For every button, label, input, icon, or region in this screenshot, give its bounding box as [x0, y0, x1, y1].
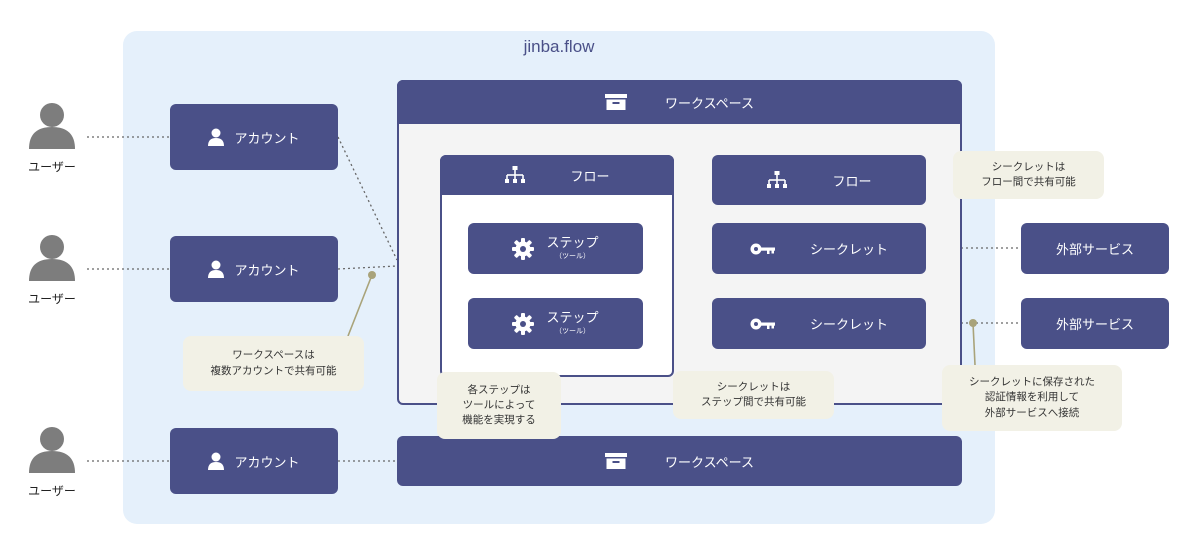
key-icon	[750, 243, 775, 254]
workspace-box-2[interactable]: ワークスペース	[397, 436, 962, 486]
step-label: ステップ	[546, 236, 599, 251]
secret-label: シークレット	[809, 318, 888, 333]
account2-workspace-line	[337, 265, 398, 270]
flow-label: フロー	[570, 169, 610, 185]
account-label: アカウント	[234, 131, 300, 147]
key-icon	[750, 318, 775, 329]
archive-box-icon	[604, 94, 627, 110]
flow-tree-icon	[767, 171, 788, 188]
connector-dot	[969, 319, 977, 327]
flow-tree-icon	[505, 166, 526, 183]
workspace-header[interactable]: ワークスペース	[397, 80, 962, 124]
account-box-2[interactable]: アカウント	[170, 236, 338, 302]
person-icon	[208, 452, 225, 470]
step-sub-label: （ツール）	[554, 251, 590, 260]
person-icon	[208, 260, 225, 278]
workspace-label: ワークスペース	[664, 455, 755, 471]
user-label: ユーザー	[28, 160, 76, 174]
step-box-2[interactable]: ステップ （ツール）	[468, 298, 643, 349]
secret-box-2[interactable]: シークレット	[712, 298, 926, 349]
gear-icon	[512, 237, 535, 260]
external-service-box-2[interactable]: 外部サービス	[1021, 298, 1169, 349]
secret-label: シークレット	[809, 243, 888, 258]
workspace-label: ワークスペース	[664, 96, 755, 112]
user-label: ユーザー	[28, 292, 76, 306]
account-label: アカウント	[234, 263, 300, 279]
flow-label: フロー	[832, 174, 872, 190]
user-icon	[29, 235, 75, 281]
external-service-box-1[interactable]: 外部サービス	[1021, 223, 1169, 274]
step-label: ステップ	[546, 311, 599, 326]
user-label: ユーザー	[28, 484, 76, 498]
user-1: ユーザー	[17, 99, 87, 175]
account-label: アカウント	[234, 455, 300, 471]
note-workspace-connector	[347, 274, 373, 337]
secret-box-1[interactable]: シークレット	[712, 223, 926, 274]
flow-box-2[interactable]: フロー	[712, 155, 926, 205]
note-step-tools: 各ステップは ツールによって 機能を実現する	[437, 372, 561, 439]
archive-box-icon	[604, 453, 627, 469]
person-icon	[208, 128, 225, 146]
user-icon	[29, 427, 75, 473]
connector-dot	[368, 271, 376, 279]
account-box-3[interactable]: アカウント	[170, 428, 338, 494]
flow-header[interactable]: フロー	[440, 155, 674, 195]
app-title: jinba.flow	[523, 37, 595, 56]
note-secret-between-steps: シークレットは ステップ間で共有可能	[673, 371, 834, 419]
step-sub-label: （ツール）	[554, 326, 590, 335]
step-box-1[interactable]: ステップ （ツール）	[468, 223, 643, 274]
note-secret-external: シークレットに保存された 認証情報を利用して 外部サービスへ接続	[942, 365, 1122, 431]
external-service-label: 外部サービス	[1055, 243, 1134, 258]
note-secret-between-flows: シークレットは フロー間で共有可能	[953, 151, 1104, 199]
account-box-1[interactable]: アカウント	[170, 104, 338, 170]
note-external-connector	[972, 322, 976, 366]
account1-workspace-line	[337, 136, 398, 261]
external-service-label: 外部サービス	[1055, 318, 1134, 333]
note-workspace-shared: ワークスペースは 複数アカウントで共有可能	[183, 336, 364, 391]
user-2: ユーザー	[17, 231, 87, 307]
user-3: ユーザー	[17, 423, 87, 499]
gear-icon	[512, 312, 535, 335]
user-icon	[29, 103, 75, 149]
